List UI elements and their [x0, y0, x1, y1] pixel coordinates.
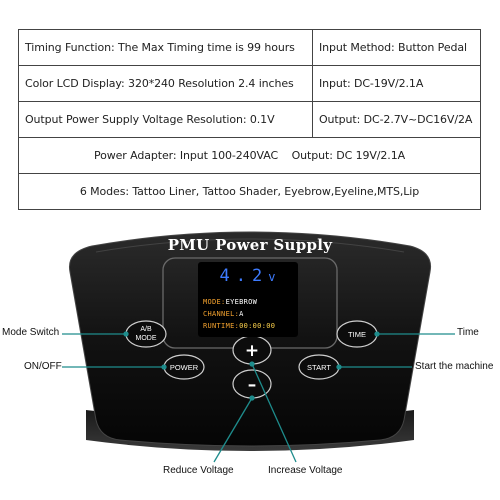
- mode-switch-button[interactable]: [126, 321, 166, 347]
- channel-value: A: [239, 310, 244, 318]
- spec-row: 6 Modes: Tattoo Liner, Tattoo Shader, Ey…: [18, 173, 481, 210]
- mode-button-label-top: A/B: [140, 326, 152, 333]
- voltage-unit: v: [268, 270, 277, 284]
- plus-button-label: +: [245, 341, 259, 361]
- device-brand: PMU Power Supply: [167, 236, 333, 254]
- start-button[interactable]: [299, 355, 339, 379]
- runtime-label: RUNTIME:: [203, 322, 240, 330]
- lcd-voltage-readout: 4.2v: [198, 266, 298, 286]
- lcd-channel-line: CHANNEL:A: [203, 310, 244, 318]
- spec-table: Timing Function: The Max Timing time is …: [18, 29, 481, 210]
- start-button-label: START: [307, 363, 331, 372]
- spec-output: Output: DC-2.7V~DC16V/2A: [312, 101, 481, 138]
- spec-timing: Timing Function: The Max Timing time is …: [18, 29, 313, 66]
- time-button-label: TIME: [348, 330, 366, 339]
- spec-input-method: Input Method: Button Pedal: [312, 29, 481, 66]
- lcd-runtime-line: RUNTIME:00:00:00: [203, 322, 275, 330]
- channel-label: CHANNEL:: [203, 310, 240, 318]
- spec-resolution: Output Power Supply Voltage Resolution: …: [18, 101, 313, 138]
- lcd-display: 4.2v MODE:EYEBROW CHANNEL:A RUNTIME:00:0…: [198, 262, 298, 337]
- spec-input: Input: DC-19V/2.1A: [312, 65, 481, 102]
- spec-row: Output Power Supply Voltage Resolution: …: [18, 101, 481, 138]
- spec-adapter: Power Adapter: Input 100-240VAC Output: …: [18, 137, 481, 174]
- spec-row: Color LCD Display: 320*240 Resolution 2.…: [18, 65, 481, 102]
- callout-time: Time: [457, 327, 479, 338]
- callout-start: Start the machine: [415, 361, 494, 372]
- lcd-mode-line: MODE:EYEBROW: [203, 298, 257, 306]
- spec-row: Power Adapter: Input 100-240VAC Output: …: [18, 137, 481, 174]
- reduce-voltage-button[interactable]: [233, 370, 271, 398]
- spec-row: Timing Function: The Max Timing time is …: [18, 29, 481, 66]
- callout-reduce-voltage: Reduce Voltage: [163, 465, 234, 476]
- callout-increase-voltage: Increase Voltage: [268, 465, 343, 476]
- spec-modes: 6 Modes: Tattoo Liner, Tattoo Shader, Ey…: [18, 173, 481, 210]
- callout-mode-switch: Mode Switch: [2, 327, 60, 338]
- increase-voltage-button[interactable]: [233, 336, 271, 364]
- mode-button-label-bottom: MODE: [136, 335, 157, 342]
- mode-label: MODE:: [203, 298, 226, 306]
- time-button[interactable]: [337, 321, 377, 347]
- callout-lines: [62, 331, 455, 463]
- power-button-label: POWER: [170, 363, 199, 372]
- minus-button-label: –: [248, 375, 257, 395]
- runtime-value: 00:00:00: [239, 322, 276, 330]
- mode-value: EYEBROW: [225, 298, 258, 306]
- callout-on-off: ON/OFF: [24, 361, 62, 372]
- power-button[interactable]: [164, 355, 204, 379]
- voltage-value: 4.2: [219, 266, 269, 286]
